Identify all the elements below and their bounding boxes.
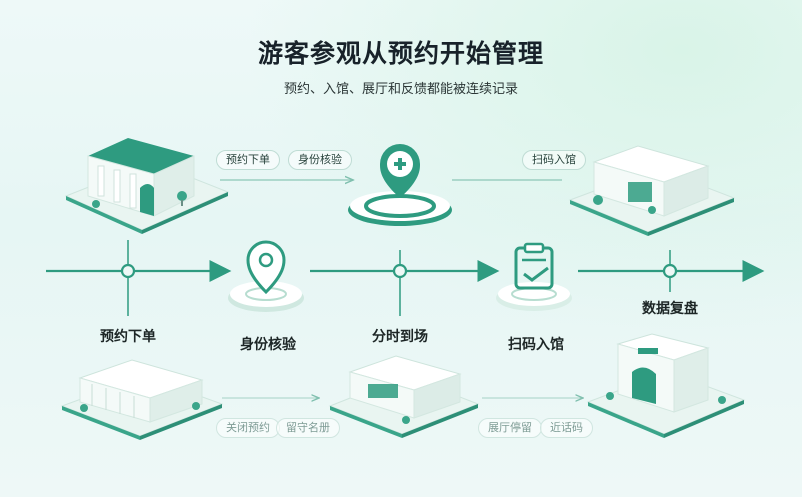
pill-hall-stay: 展厅停留 [478, 418, 542, 438]
page-title: 游客参观从预约开始管理 [257, 39, 544, 68]
pill-verify-top: 身份核验 [288, 150, 352, 170]
plus-map-pin-icon [348, 144, 452, 226]
visitor-center-building-icon [328, 355, 480, 438]
step-label-review: 数据复盘 [642, 301, 698, 317]
step-label-scan: 扫码入馆 [508, 337, 564, 353]
step-label-reserve: 预约下单 [100, 329, 156, 345]
pill-reserve-top: 预约下单 [216, 150, 280, 170]
gallery-building-icon [60, 359, 224, 440]
museum-building-icon [64, 138, 230, 234]
step-label-timeslot: 分时到场 [372, 329, 428, 345]
flow-node-2 [392, 263, 408, 279]
clipboard-check-icon [496, 242, 572, 311]
pill-roster: 留守名册 [276, 418, 340, 438]
pill-close-reservation: 关闭预约 [216, 418, 280, 438]
pill-scan-top: 扫码入馆 [522, 150, 586, 170]
step-label-verify: 身份核验 [240, 337, 296, 353]
flow-node-1 [120, 263, 136, 279]
location-pin-icon [228, 240, 304, 312]
memorial-gate-icon [586, 333, 746, 438]
modern-museum-building-icon [568, 145, 736, 236]
pill-contact-code: 近话码 [540, 418, 593, 438]
page-subtitle: 预约、入馆、展厅和反馈都能被连续记录 [283, 82, 518, 97]
flow-node-3 [662, 263, 678, 279]
